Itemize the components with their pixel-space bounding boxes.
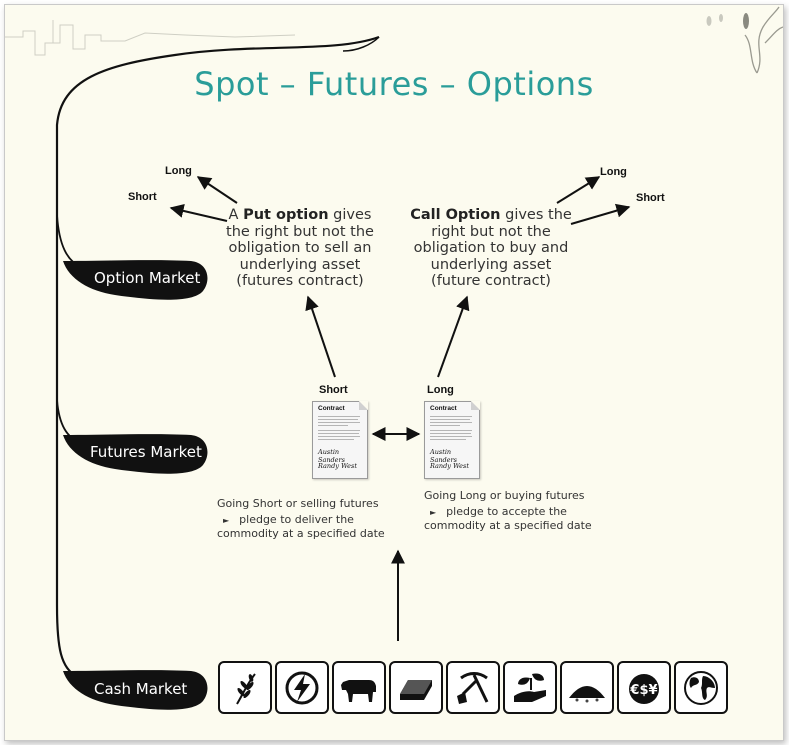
futures-market-label: Futures Market <box>90 443 202 461</box>
plant-decoration <box>744 6 783 74</box>
call-option-term: Call Option <box>410 207 501 223</box>
option-market-label: Option Market <box>94 269 201 287</box>
signature-1: Austin Sanders <box>430 448 457 464</box>
svg-text:€$¥: €$¥ <box>629 683 657 698</box>
globe-icon <box>674 661 728 714</box>
put-option-description: A Put option gives the right but not the… <box>226 207 374 289</box>
cash-market-leaf <box>63 670 208 710</box>
long-contract-document: Contract Austin Sanders Randy West <box>424 401 480 479</box>
short-note-body: pledge to deliver the commodity at a spe… <box>217 513 385 540</box>
signature-1: Austin Sanders <box>318 448 345 464</box>
slide: Spot – Futures – Options Option Market F… <box>4 4 784 741</box>
mining-icon <box>446 661 500 714</box>
diagram-lines <box>5 6 783 710</box>
bullet-arrow-icon: ► <box>223 516 230 525</box>
seed-decoration <box>706 13 749 29</box>
long-futures-note: Going Long or buying futures ►pledge to … <box>424 489 596 532</box>
call-option-description: Call Option gives the right but not the … <box>410 207 572 289</box>
wheat-icon <box>218 661 272 714</box>
arrow-call-short <box>570 203 631 225</box>
skyline-decoration <box>5 20 296 56</box>
contract-title: Contract <box>318 405 345 412</box>
long-note-body: pledge to accepte the commodity at a spe… <box>424 505 592 532</box>
gold-bar-icon <box>389 661 443 714</box>
futures-short-label: Short <box>319 384 348 396</box>
long-note-heading: Going Long or buying futures <box>424 489 585 502</box>
main-stem <box>55 35 380 678</box>
cash-market-label: Cash Market <box>94 680 188 698</box>
call-long-label: Long <box>600 166 627 178</box>
option-market-leaf <box>63 260 208 300</box>
cattle-icon <box>332 661 386 714</box>
arrow-short-to-put <box>305 295 336 378</box>
soil-icon <box>560 661 614 714</box>
energy-icon <box>275 661 329 714</box>
bullet-arrow-icon: ► <box>430 508 437 517</box>
arrow-put-short <box>169 204 228 222</box>
short-note-heading: Going Short or selling futures <box>217 497 379 510</box>
put-option-term: Put option <box>243 207 329 223</box>
futures-market-leaf <box>63 434 208 474</box>
signature-2: Randy West <box>430 462 469 470</box>
agriculture-icon <box>503 661 557 714</box>
put-short-label: Short <box>128 191 157 203</box>
call-short-label: Short <box>636 192 665 204</box>
put-long-label: Long <box>165 165 192 177</box>
short-futures-note: Going Short or selling futures ►pledge t… <box>217 497 387 540</box>
page-title: Spot – Futures – Options <box>194 65 594 103</box>
arrow-call-long <box>556 176 601 204</box>
arrow-put-long <box>196 176 238 204</box>
arrow-long-to-call <box>437 295 470 378</box>
futures-long-label: Long <box>427 384 454 396</box>
signature-2: Randy West <box>318 462 357 470</box>
short-contract-document: Contract Austin Sanders Randy West <box>312 401 368 479</box>
contract-title: Contract <box>430 405 457 412</box>
currency-icon: €$¥ <box>617 661 671 714</box>
